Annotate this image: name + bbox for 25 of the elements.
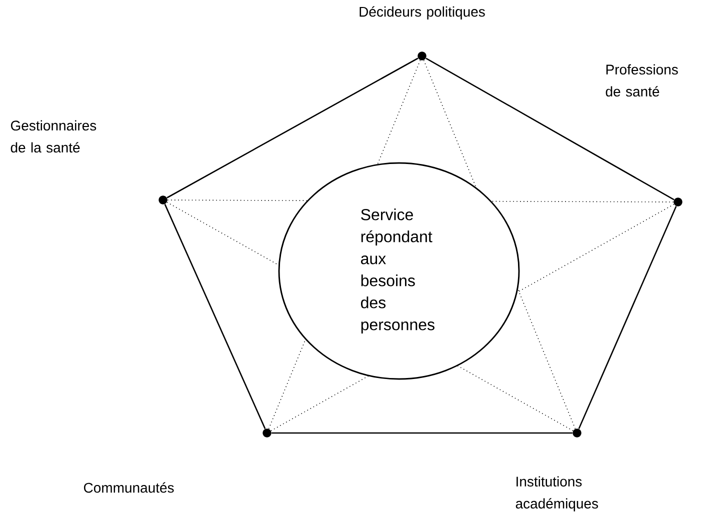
- connecting-line: [426, 58, 674, 200]
- stakeholder-label: Décideurs politiques: [360, 6, 485, 20]
- dotted-line: [268, 338, 306, 430]
- dotted-line: [166, 202, 280, 266]
- connecting-line: [578, 206, 677, 430]
- dotted-line: [423, 60, 477, 189]
- vertex-dot: [158, 196, 168, 204]
- vertex-dot: [674, 198, 682, 206]
- stakeholder-label: Institutions académiques: [516, 476, 598, 512]
- dotted-line: [516, 204, 674, 294]
- vertex-dot: [572, 428, 582, 438]
- vertex-dot: [262, 428, 272, 438]
- vertex-dot: [418, 52, 426, 60]
- dotted-line: [270, 375, 370, 432]
- connecting-line: [272, 432, 572, 434]
- stakeholder-label: Professions de santé: [606, 64, 678, 97]
- dotted-line: [167, 200, 308, 201]
- stakeholder-label: Communautés: [84, 482, 174, 493]
- dotted-line: [517, 288, 576, 430]
- stakeholder-label: Gestionnaires de la santé: [10, 120, 96, 153]
- dotted-line: [376, 60, 421, 166]
- dotted-line: [456, 365, 574, 432]
- connecting-line: [166, 58, 418, 198]
- connecting-line: [164, 204, 266, 430]
- dotted-line: [490, 200, 674, 202]
